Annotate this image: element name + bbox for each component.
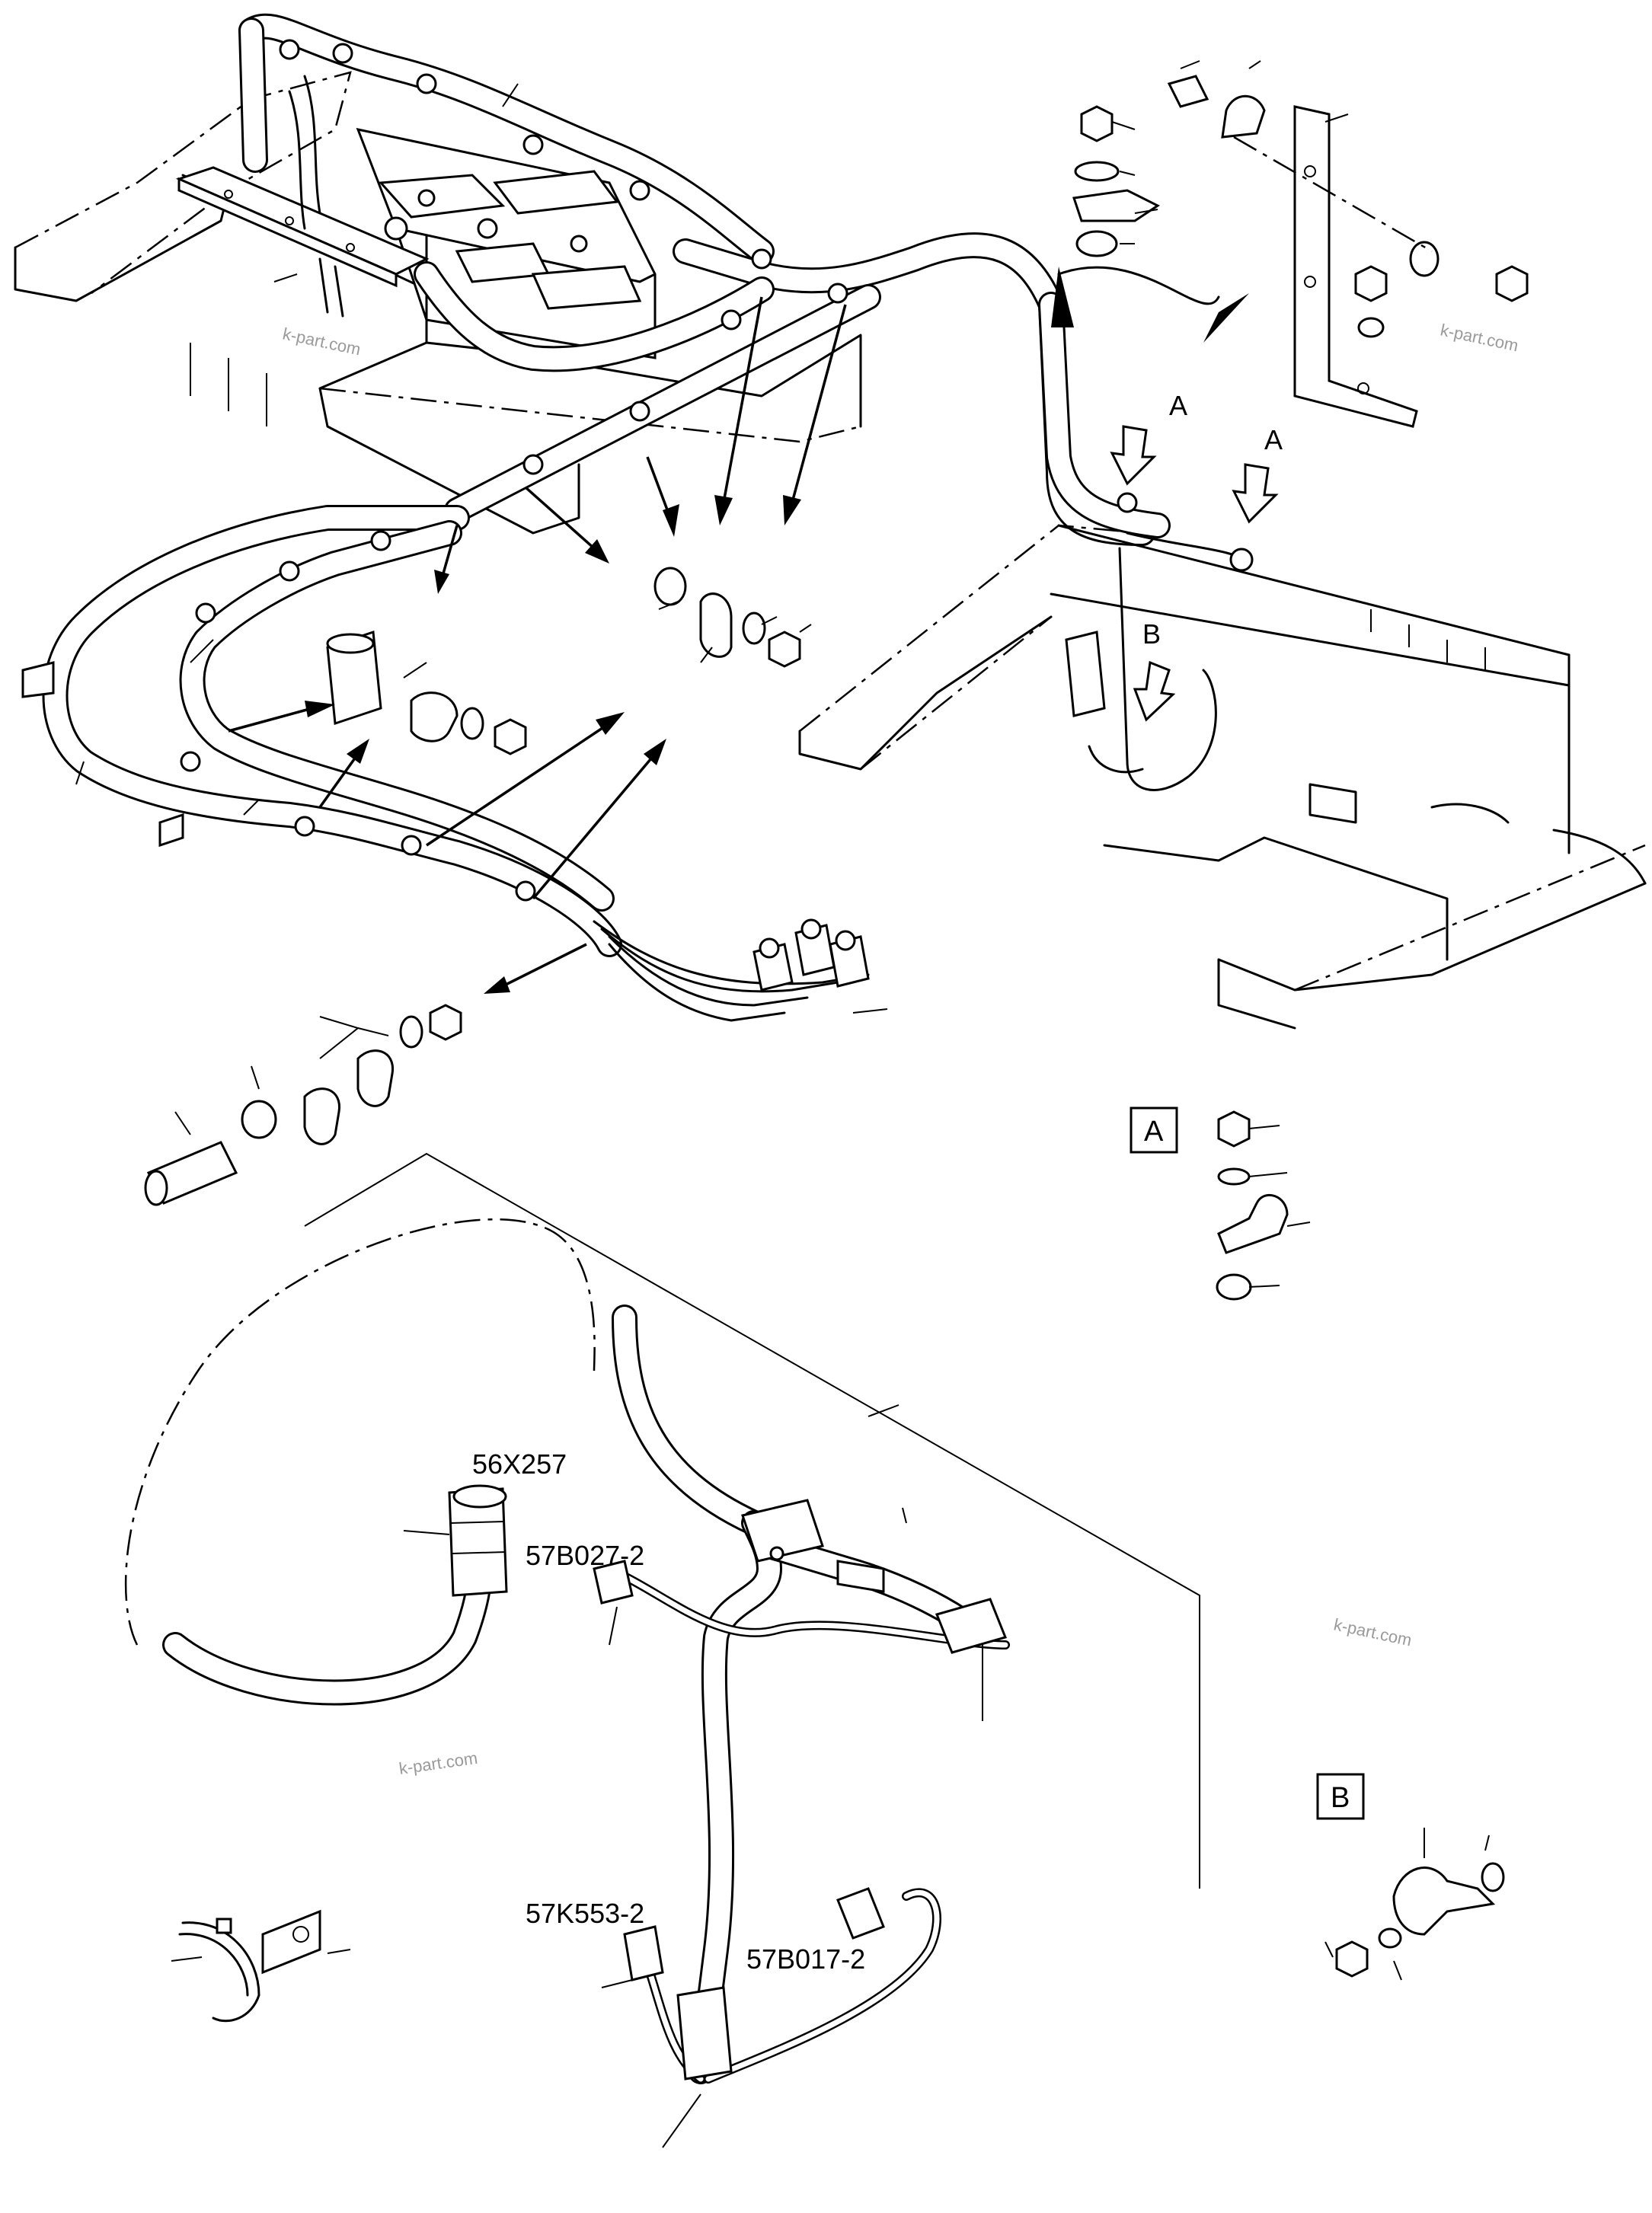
p-clamp-icon — [356, 1049, 394, 1107]
washer-icon — [399, 1015, 423, 1049]
explode-arrows — [228, 266, 1249, 994]
arrow-a-label: A — [1264, 424, 1283, 455]
connector-57k553-label: 57K553-2 — [526, 1898, 644, 1929]
washer-icon — [1217, 1167, 1251, 1186]
lower-detail: 56X257 57B027-2 57K553-2 57B017-2 — [124, 1152, 1200, 2148]
exploded-hardware-middle — [326, 567, 801, 755]
right-frame — [798, 524, 1647, 1030]
view-b-box — [1316, 1773, 1365, 1820]
view-a-label: A — [1144, 1116, 1164, 1148]
washer-icon — [1409, 241, 1440, 277]
washer-icon — [742, 612, 766, 645]
view-b-detail: B — [1316, 1773, 1505, 1981]
washer-icon — [1074, 161, 1120, 182]
hexagon-nut-icon — [1495, 265, 1529, 302]
p-clamp-icon — [303, 1087, 340, 1145]
washer-icon — [241, 1100, 277, 1139]
p-clamp-icon — [410, 691, 459, 742]
cable-tie-area — [171, 1909, 351, 2023]
spacer-sleeve-icon — [1075, 230, 1118, 257]
washer-icon — [460, 707, 484, 740]
upper-harness — [238, 13, 1155, 546]
hexagon-nut-icon — [494, 718, 527, 755]
watermark: k-part.com — [1439, 320, 1520, 355]
washer-icon — [1378, 1927, 1402, 1949]
watermark: k-part.com — [398, 1748, 478, 1778]
watermark: k-part.com — [281, 324, 363, 359]
hexagon-nut-icon — [1217, 1110, 1251, 1148]
view-arrows: A A B — [1110, 390, 1283, 722]
right-harness-detail — [1038, 292, 1254, 791]
connector-57b017-label: 57B017-2 — [746, 1943, 865, 1975]
hexagon-nut-icon — [1354, 265, 1388, 302]
bracket-icon — [1293, 105, 1418, 428]
leader-lines — [75, 60, 1349, 1135]
cable-tie-icon — [181, 1921, 260, 2023]
main-harness-loop — [21, 505, 870, 1022]
hexagon-nut-icon — [1080, 105, 1114, 142]
view-a-detail: A — [1130, 1106, 1311, 1301]
quick-couplers — [753, 918, 888, 1014]
hexagon-nut-icon — [768, 631, 801, 668]
bracket-icon — [1072, 189, 1160, 222]
spacer-sleeve-icon — [1216, 1273, 1252, 1301]
view-a-box — [1130, 1106, 1178, 1154]
hexagon-nut-icon — [1335, 1940, 1369, 1978]
watermark: k-part.com — [1332, 1614, 1414, 1649]
washer-icon — [1357, 317, 1385, 338]
connector-57b027-label: 57B027-2 — [526, 1540, 644, 1571]
view-b-label: B — [1331, 1782, 1350, 1814]
washer-icon — [653, 567, 687, 606]
bolt-icon — [1167, 75, 1209, 108]
top-right-hardware — [1072, 75, 1529, 428]
arrow-a-label: A — [1169, 390, 1187, 421]
p-clamp-icon — [1217, 1193, 1289, 1254]
hexagon-nut-icon — [429, 1004, 462, 1041]
arrow-b-label: B — [1142, 618, 1161, 650]
p-clamp-icon — [1221, 94, 1266, 139]
washer-icon — [1481, 1862, 1505, 1892]
exploded-hardware-lower — [144, 1004, 462, 1206]
p-clamp-icon — [1392, 1867, 1496, 1936]
connector-56x257-label: 56X257 — [472, 1448, 567, 1480]
p-clamp-icon — [699, 592, 733, 658]
